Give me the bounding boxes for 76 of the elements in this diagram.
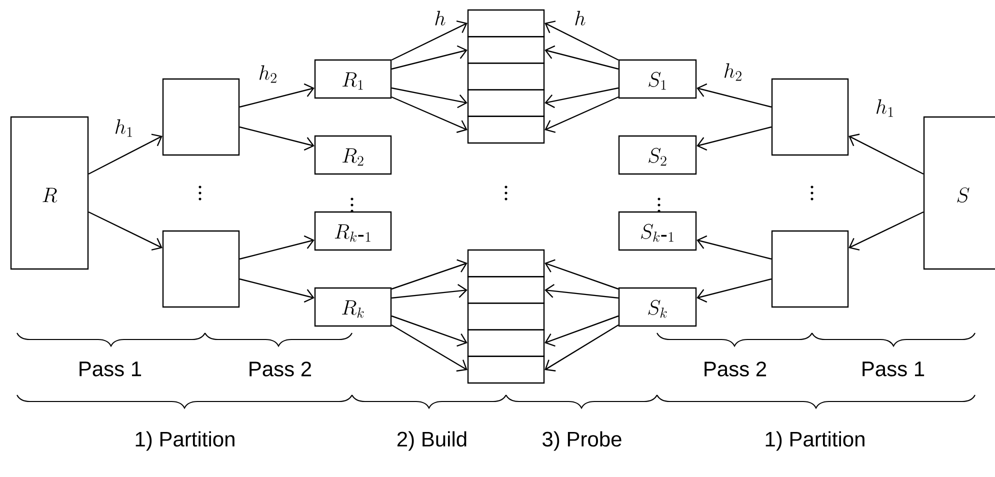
arrow (391, 324, 468, 372)
relation-label: $S_1$ (648, 72, 666, 90)
arrow (239, 278, 314, 303)
arrow (239, 235, 314, 260)
arrow (544, 315, 619, 347)
arrow (391, 259, 468, 290)
partition-box (618, 287, 697, 327)
arrow (544, 284, 618, 299)
brace-label: 1) Partition (766, 431, 864, 451)
partition-box (314, 135, 392, 175)
hash-table-cell (467, 249, 545, 278)
hash-table-cell (467, 329, 545, 357)
partition-box (162, 230, 240, 308)
brace-label: Pass 1 (80, 362, 142, 376)
arrow (88, 211, 162, 250)
arrow (391, 20, 468, 61)
arrow (696, 126, 772, 151)
partition-box (314, 287, 392, 327)
relation-label: $S_{k\mbox{-}1}$ (640, 224, 674, 242)
relation-label: $R_1$ (342, 72, 363, 90)
brace-label: 1) Partition (136, 431, 234, 451)
relation-label: $R$ (42, 188, 58, 203)
hash-table-cell (467, 9, 545, 38)
edge-label: $h_1$ (116, 119, 132, 137)
hash-table-cell (467, 36, 545, 64)
hash-table-cell (467, 62, 545, 90)
arrow (544, 96, 619, 133)
edge-label: $h_2$ (260, 65, 276, 83)
arrow (696, 278, 772, 303)
edge-label: $h_2$ (724, 63, 742, 81)
relation-label: $S$ (957, 187, 970, 203)
relation-label: $R_k$ (342, 300, 364, 318)
arrow (88, 134, 162, 175)
edge-label: $h$ (435, 10, 446, 26)
hash-table-cell (467, 89, 545, 117)
arrow (848, 134, 924, 175)
arrow (391, 315, 468, 347)
partition-box (10, 116, 89, 270)
partition-box (618, 135, 697, 175)
partition-box (162, 78, 240, 156)
partition-box (771, 78, 849, 156)
hash-table-cell (467, 276, 545, 304)
arrow (848, 211, 924, 251)
arrow (391, 45, 468, 70)
arrow (544, 20, 619, 61)
arrow (391, 87, 468, 108)
edge-label: $h_1$ (876, 99, 893, 117)
relation-label: $S_k$ (648, 300, 667, 318)
partition-box (618, 211, 697, 251)
edge-label: $h$ (575, 10, 586, 26)
arrow (696, 235, 772, 260)
partition-box (314, 59, 392, 99)
brace-label: Pass 1 (862, 362, 924, 376)
arrow (544, 45, 619, 70)
hash-table-cell (467, 302, 545, 330)
arrow (544, 259, 619, 290)
hash-table-cell (467, 356, 545, 384)
brace-label: Pass 2 (250, 362, 312, 376)
arrow (696, 83, 772, 108)
arrow (544, 87, 619, 108)
relation-label: $R_{k\mbox{-}1}$ (334, 224, 370, 242)
relation-label: $R_2$ (342, 148, 364, 166)
brace-label: 3) Probe (542, 431, 622, 451)
arrow (239, 83, 314, 108)
partition-box (923, 116, 995, 270)
partition-box (314, 211, 392, 251)
arrow (544, 324, 619, 372)
partition-box (618, 59, 697, 99)
arrow (392, 284, 468, 299)
hash-table-cell (467, 116, 545, 144)
relation-label: $S_2$ (648, 148, 666, 166)
brace-label: 2) Build (397, 431, 466, 451)
brace-label: Pass 2 (704, 362, 766, 376)
arrow (239, 126, 314, 151)
arrow (391, 96, 468, 133)
partition-box (771, 230, 849, 308)
